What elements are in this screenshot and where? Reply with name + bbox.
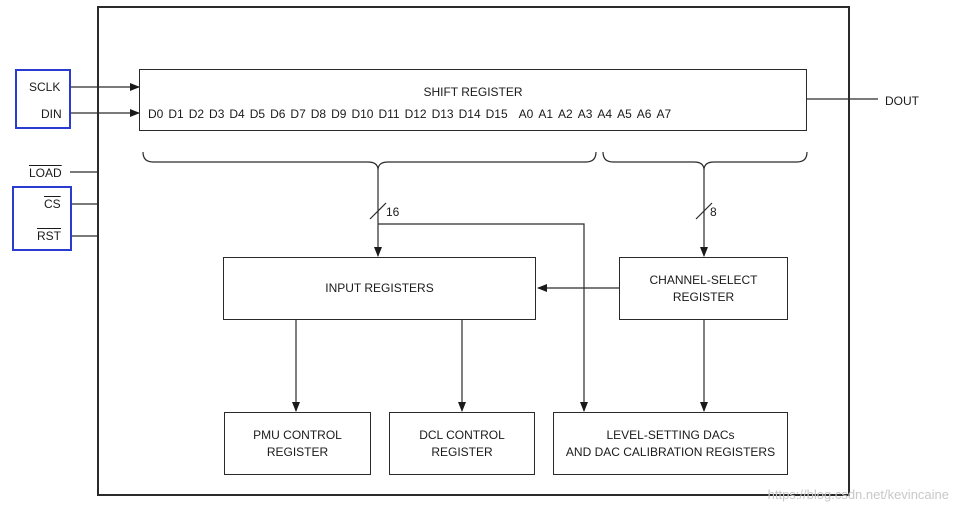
shift-bit-d1: D1 [168,107,184,121]
address-brace [602,151,808,171]
dcl-control-label: DCL CONTROL REGISTER [419,427,505,459]
shift-bit-d11: D11 [378,107,400,121]
shift-bit-d13: D13 [431,107,454,121]
shift-bit-d3: D3 [209,107,225,121]
level-setting-block: LEVEL-SETTING DACs AND DAC CALIBRATION R… [553,412,788,475]
shift-bit-a4: A4 [597,107,613,121]
shift-bit-a0: A0 [518,107,534,121]
shift-bit-d15: D15 [485,107,508,121]
shift-bit-d10: D10 [351,107,374,121]
level-setting-label: LEVEL-SETTING DACs AND DAC CALIBRATION R… [565,427,776,459]
data-bus-width: 16 [386,205,400,219]
shift-bit-d2: D2 [188,107,205,121]
input-registers-label: INPUT REGISTERS [325,281,434,295]
pmu-control-block: PMU CONTROL REGISTER [224,412,371,475]
data-brace [142,151,597,171]
address-bus-slash [695,202,713,220]
data-bus-slash [369,202,387,220]
channel-select-block: CHANNEL-SELECT REGISTER [619,257,788,320]
pmu-control-label: PMU CONTROL REGISTER [253,427,342,459]
cs-label: CS [44,197,61,211]
shift-bit-d6: D6 [270,107,286,121]
shift-bit-a1: A1 [538,107,554,121]
shift-bit-a2: A2 [558,107,573,121]
channel-select-label: CHANNEL-SELECT REGISTER [649,272,758,304]
shift-register-label: SHIFT REGISTER [423,85,523,99]
load-label: LOAD [29,166,62,180]
shift-bit-d14: D14 [458,107,481,121]
shift-bit-d5: D5 [249,107,266,121]
shift-register-bits: D0 D1 D2 D3 D4 D5 D6 D7 D8 D9 D10 D11 D12 D13 D14 D15 A0… [148,107,676,121]
dcl-control-block: DCL CONTROL REGISTER [389,412,535,475]
shift-bit-d12: D12 [404,107,427,121]
rst-label: RST [37,229,61,243]
din-label: DIN [41,107,62,121]
shift-bit-d9: D9 [331,107,347,121]
dout-label: DOUT [885,94,919,108]
clock-data-pins-highlight [15,69,71,129]
address-bus-width: 8 [710,205,717,219]
data-bus-branch [378,223,588,412]
shift-bit-d7: D7 [290,107,306,121]
shift-bit-d4: D4 [229,107,245,121]
sclk-label: SCLK [29,80,61,94]
shift-bit-a5: A5 [617,107,632,121]
shift-bit-a7: A7 [656,107,672,121]
shift-bit-d8: D8 [310,107,327,121]
shift-bit-a6: A6 [636,107,652,121]
shift-bit-a3: A3 [577,107,593,121]
chip-outline [97,6,850,496]
shift-register-block: SHIFT REGISTER [139,69,807,131]
shift-bit-d0: D0 [148,107,164,121]
watermark: https://blog.csdn.net/kevincaine [767,487,949,502]
control-pins-highlight [12,186,72,251]
input-registers-block: INPUT REGISTERS [223,257,536,320]
